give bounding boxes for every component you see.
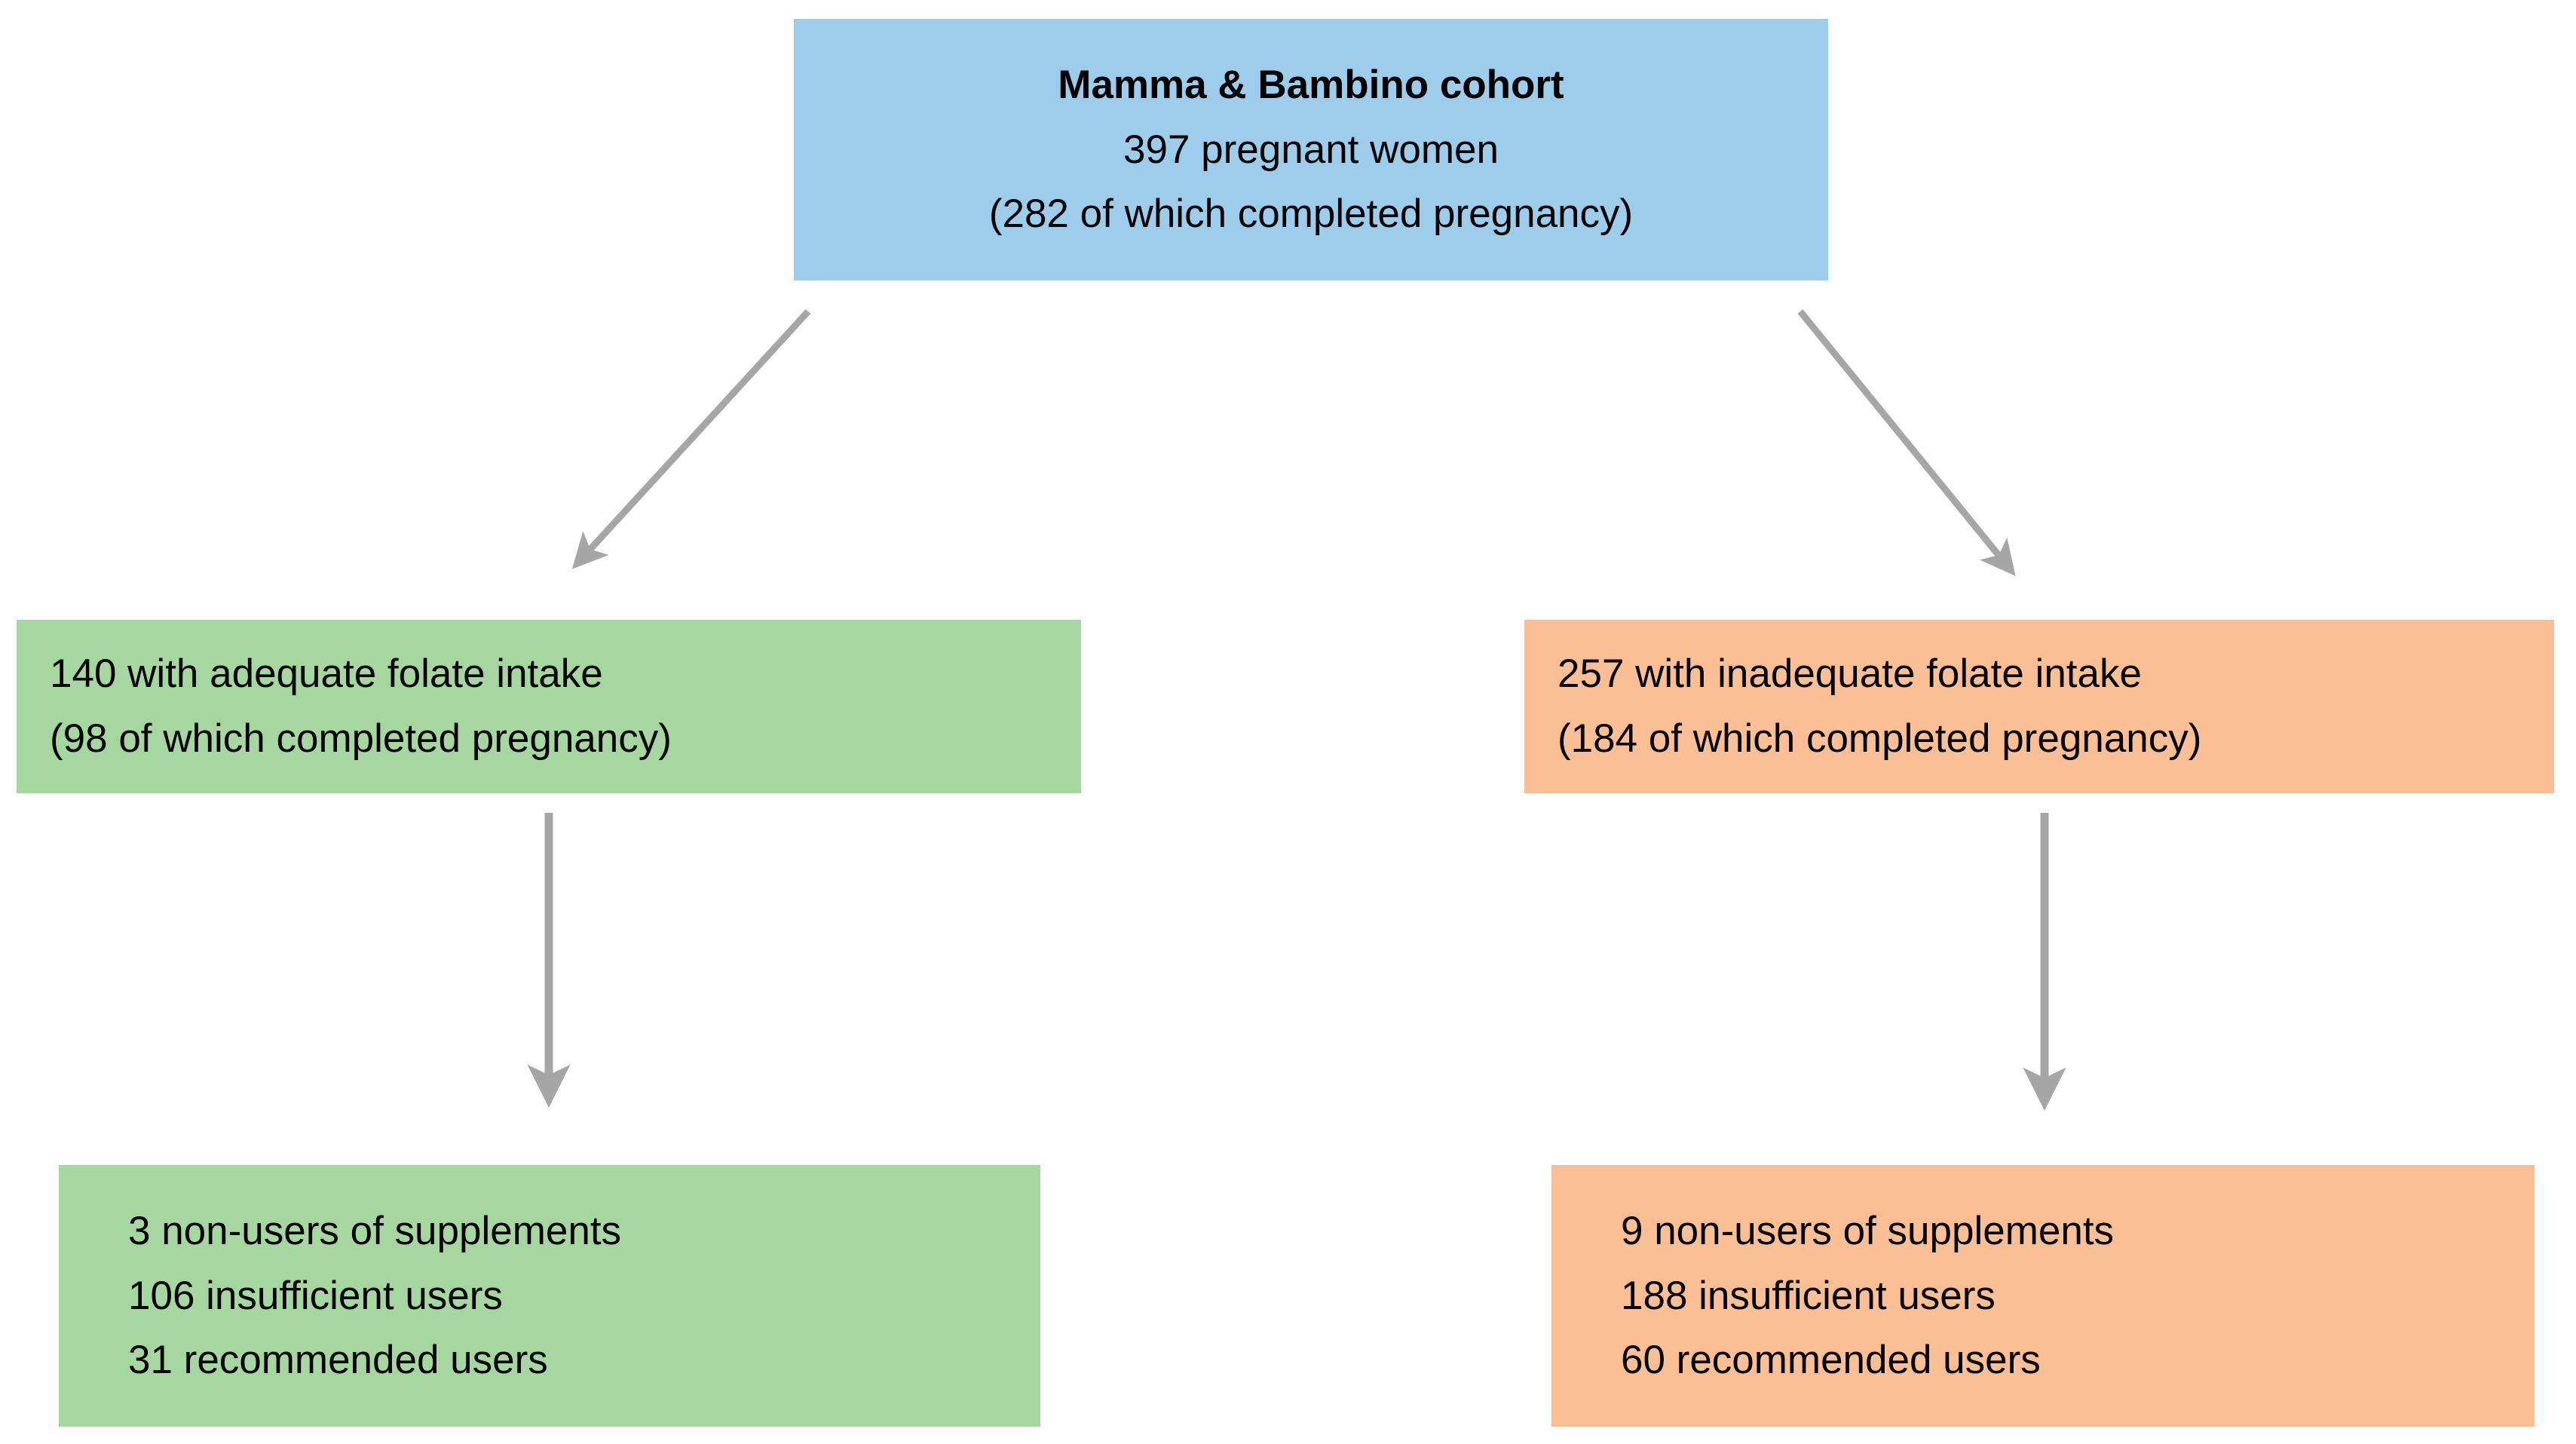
node-inadequate-folate-intake: 257 with inadequate folate intake (184 o…: [1524, 620, 2554, 793]
node-adequate-breakdown-line-1: 3 non-users of supplements: [128, 1208, 622, 1253]
arrow-cohort-to-inadequate: [1797, 309, 2016, 576]
node-inadequate-breakdown-line-2: 188 insufficient users: [1621, 1273, 1996, 1318]
node-adequate-breakdown-line-2: 106 insufficient users: [128, 1273, 503, 1318]
node-adequate-folate-intake: 140 with adequate folate intake (98 of w…: [17, 620, 1081, 793]
node-cohort-line-2: 397 pregnant women: [1123, 127, 1499, 172]
node-inadequate-line-1: 257 with inadequate folate intake: [1558, 651, 2142, 697]
node-adequate-breakdown-line-3: 31 recommended users: [128, 1338, 548, 1383]
node-inadequate-supplement-breakdown: 9 non-users of supplements 188 insuffici…: [1551, 1165, 2535, 1427]
node-adequate-line-1: 140 with adequate folate intake: [50, 651, 603, 697]
node-cohort-line-3: (282 of which completed pregnancy): [988, 192, 1634, 237]
node-inadequate-breakdown-line-3: 60 recommended users: [1621, 1338, 2041, 1383]
arrow-cohort-to-adequate: [571, 308, 811, 569]
node-cohort-line-1: Mamma & Bambino cohort: [1058, 62, 1564, 107]
node-inadequate-breakdown-line-1: 9 non-users of supplements: [1621, 1208, 2115, 1253]
node-inadequate-line-2: (184 of which completed pregnancy): [1558, 716, 2202, 761]
node-adequate-line-2: (98 of which completed pregnancy): [50, 716, 672, 761]
node-cohort: Mamma & Bambino cohort 397 pregnant wome…: [794, 19, 1828, 281]
node-adequate-supplement-breakdown: 3 non-users of supplements 106 insuffici…: [59, 1165, 1040, 1427]
